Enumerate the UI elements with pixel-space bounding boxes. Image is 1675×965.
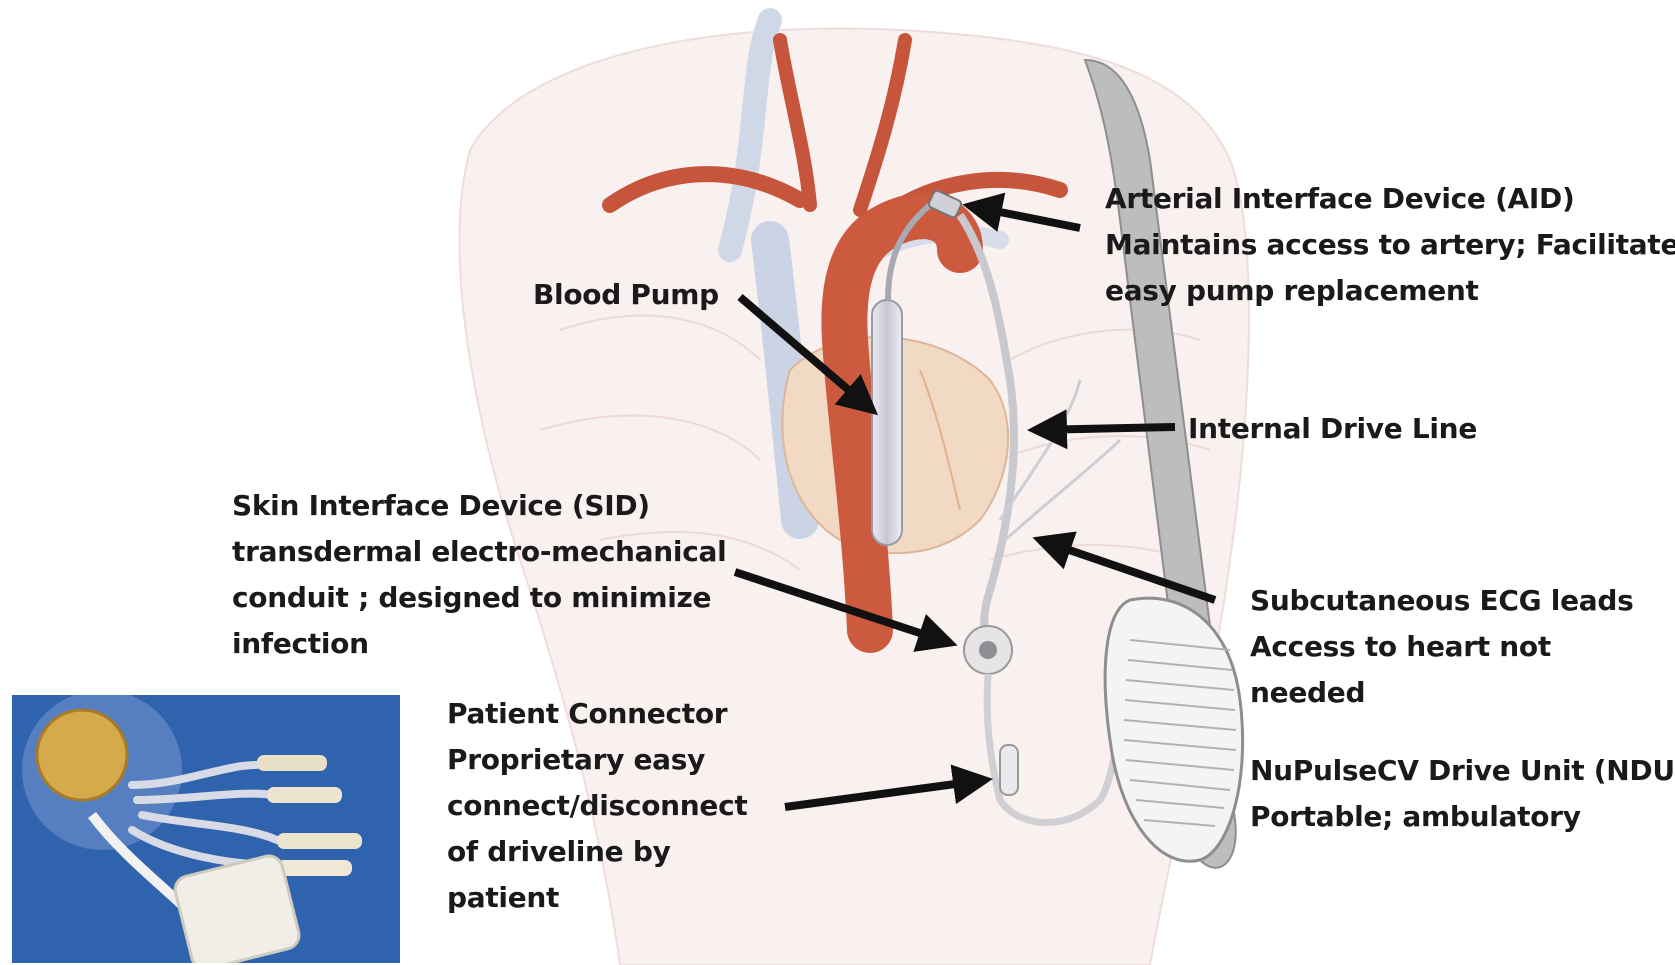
- blood-pump: [872, 300, 902, 545]
- label-internal-drive-line: Internal Drive Line: [1188, 406, 1477, 452]
- device-photo: [12, 695, 400, 963]
- label-ecg-line2: Access to heart not: [1250, 624, 1633, 670]
- label-ndu-title: NuPulseCV Drive Unit (NDU): [1250, 748, 1675, 794]
- arrow-internal-drive-line: [1035, 427, 1175, 430]
- label-ndu-line2: Portable; ambulatory: [1250, 794, 1675, 840]
- label-sid-line2: transdermal electro-mechanical: [232, 529, 726, 575]
- skin-interface-device-core: [979, 641, 997, 659]
- label-sid: Skin Interface Device (SID) transdermal …: [232, 483, 726, 667]
- label-blood-pump-title: Blood Pump: [533, 272, 719, 318]
- device-photo-image: [12, 695, 400, 963]
- label-connector-title: Patient Connector: [447, 691, 747, 737]
- label-aid-line2: Maintains access to artery; Facilitates: [1105, 222, 1675, 268]
- label-aid: Arterial Interface Device (AID) Maintain…: [1105, 176, 1675, 314]
- label-ndu: NuPulseCV Drive Unit (NDU) Portable; amb…: [1250, 748, 1675, 840]
- label-connector-line2: Proprietary easy: [447, 737, 747, 783]
- label-internal-drive-line-title: Internal Drive Line: [1188, 406, 1477, 452]
- label-aid-title: Arterial Interface Device (AID): [1105, 176, 1675, 222]
- label-aid-line3: easy pump replacement: [1105, 268, 1675, 314]
- label-ecg-line3: needed: [1250, 670, 1633, 716]
- label-connector-line3: connect/disconnect: [447, 783, 747, 829]
- label-sid-line4: infection: [232, 621, 726, 667]
- label-sid-title: Skin Interface Device (SID): [232, 483, 726, 529]
- label-blood-pump: Blood Pump: [533, 272, 719, 318]
- label-connector-line5: patient: [447, 875, 747, 921]
- label-ecg: Subcutaneous ECG leads Access to heart n…: [1250, 578, 1633, 716]
- label-connector: Patient Connector Proprietary easy conne…: [447, 691, 747, 921]
- label-connector-line4: of driveline by: [447, 829, 747, 875]
- label-ecg-title: Subcutaneous ECG leads: [1250, 578, 1633, 624]
- label-sid-line3: conduit ; designed to minimize: [232, 575, 726, 621]
- patient-connector: [1000, 745, 1018, 795]
